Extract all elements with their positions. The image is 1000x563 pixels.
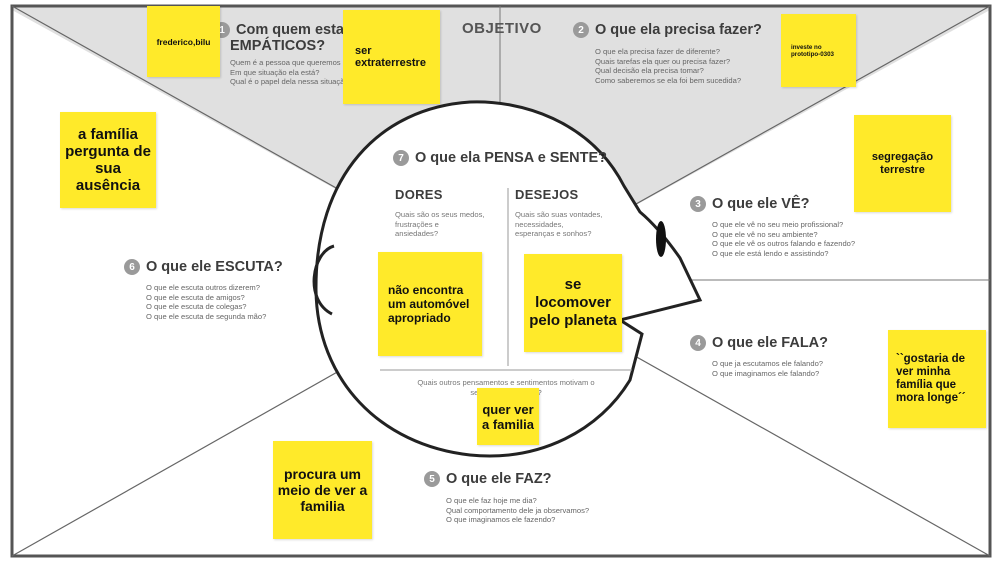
section-1-title-line2: EMPÁTICOS? <box>230 38 326 54</box>
section-fala: 4 O que ele FALA? O que ja escutamos ele… <box>690 335 828 378</box>
desejos-questions: Quais são suas vontades, necessidades, e… <box>515 210 602 239</box>
question: necessidades, <box>515 219 564 229</box>
desejos-title: DESEJOS <box>515 187 579 202</box>
section-2-number: 2 <box>573 22 589 38</box>
section-7-title: 7 O que ela PENSA e SENTE? <box>393 150 607 166</box>
section-6-number: 6 <box>124 259 140 275</box>
question: O que ele vê os outros falando e fazendo… <box>712 239 856 249</box>
sticky-note-extraterrestre[interactable]: ser extraterrestre <box>343 10 440 104</box>
dores-title: DORES <box>395 187 443 202</box>
question: frustrações e <box>395 219 439 229</box>
question: O que ele escuta de segunda mão? <box>146 311 267 321</box>
section-5-number: 5 <box>424 471 440 487</box>
eye <box>656 221 666 257</box>
section-2-title: 2 O que ela precisa fazer? <box>573 22 762 38</box>
section-1-title-line2-wrap: EMPÁTICOS? <box>214 38 421 54</box>
question: Qual é o papel dela nessa situação? <box>230 77 353 87</box>
question: Em que situação ela está? <box>230 67 320 77</box>
sticky-note-automovel[interactable]: não encontra um automóvel apropriado <box>378 252 482 356</box>
section-faz: 5 O que ele FAZ? O que ele faz hoje me d… <box>424 471 589 525</box>
section-3-title-text: O que ele VÊ? <box>712 196 810 212</box>
sticky-note-procura[interactable]: procura um meio de ver a familia <box>273 441 372 539</box>
dores-questions: Quais são os seus medos, frustrações e a… <box>395 210 484 239</box>
question: ansiedades? <box>395 229 439 239</box>
section-4-title-text: O que ele FALA? <box>712 335 829 351</box>
section-7-number: 7 <box>393 150 409 166</box>
question: O que imaginamos ele falando? <box>712 368 820 378</box>
section-4-title: 4 O que ele FALA? <box>690 335 828 351</box>
section-7-title-text: O que ela PENSA e SENTE? <box>415 150 608 166</box>
question: esperanças e sonhos? <box>515 229 592 239</box>
section-1-questions: Quem é a pessoa que queremos entender? E… <box>214 58 421 87</box>
sticky-note-frederico[interactable]: frederico,bilu <box>147 6 220 77</box>
question: Como saberemos se ela foi bem sucedida? <box>595 75 742 85</box>
frame-border <box>10 4 992 558</box>
section-3-title: 3 O que ele VÊ? <box>690 196 855 212</box>
section-precisa-fazer: 2 O que ela precisa fazer? O que ela pre… <box>573 22 762 85</box>
question: O que ja escutamos ele falando? <box>712 359 824 368</box>
question: O que ele faz hoje me dia? <box>446 496 537 505</box>
sticky-note-quer-ver[interactable]: quer ver a familia <box>477 388 539 445</box>
question: Qual decisão ela precisa tomar? <box>595 66 704 76</box>
question: Quais são suas vontades, <box>515 210 603 219</box>
sticky-note-investe[interactable]: investe no prototipo-0303 <box>781 14 856 87</box>
ear <box>312 244 335 316</box>
sticky-note-gostaria[interactable]: ``gostaria de ver minha família que mora… <box>888 330 986 428</box>
question: Quais tarefas ela quer ou precisa fazer? <box>595 56 731 66</box>
sticky-note-familia-pergunta[interactable]: a família pergunta de sua ausência <box>60 112 156 208</box>
section-6-questions: O que ele escuta outros dizerem? O que e… <box>124 283 283 321</box>
section-6-title-text: O que ele ESCUTA? <box>146 259 283 275</box>
question: O que ele está lendo e assistindo? <box>712 248 829 258</box>
question: O que ela precisa fazer de diferente? <box>595 47 720 56</box>
section-4-number: 4 <box>690 335 706 351</box>
section-3-number: 3 <box>690 196 706 212</box>
question: O que ele escuta de colegas? <box>146 302 247 312</box>
section-5-questions: O que ele faz hoje me dia? Qual comporta… <box>424 496 589 525</box>
question: Quem é a pessoa que queremos entender? <box>230 58 377 67</box>
bottom-question-line1: Quais outros pensamentos e sentimentos m… <box>417 378 595 387</box>
section-2-title-text: O que ela precisa fazer? <box>595 22 762 38</box>
section-5-title-text: O que ele FAZ? <box>446 471 552 487</box>
objetivo-label: OBJETIVO <box>462 20 542 37</box>
section-ve: 3 O que ele VÊ? O que ele vê no seu meio… <box>690 196 855 258</box>
question: O que imaginamos ele fazendo? <box>446 515 556 525</box>
sticky-note-segregacao[interactable]: segregação terrestre <box>854 115 951 212</box>
section-escuta: 6 O que ele ESCUTA? O que ele escuta out… <box>124 259 283 321</box>
section-2-questions: O que ela precisa fazer de diferente? Qu… <box>573 47 762 85</box>
section-4-questions: O que ja escutamos ele falando? O que im… <box>690 359 828 378</box>
section-3-questions: O que ele vê no seu meio profissional? O… <box>690 220 855 258</box>
sticky-note-locomover[interactable]: se locomover pelo planeta <box>524 254 622 352</box>
section-pensa-sente: 7 O que ela PENSA e SENTE? <box>393 150 607 166</box>
question: O que ele escuta outros dizerem? <box>146 283 260 292</box>
section-5-title: 5 O que ele FAZ? <box>424 471 589 487</box>
question: Quais são os seus medos, <box>395 210 485 219</box>
question: O que ele escuta de amigos? <box>146 292 245 302</box>
desejos-block: DESEJOS Quais são suas vontades, necessi… <box>515 187 602 239</box>
question: O que ele vê no seu ambiente? <box>712 229 818 239</box>
question: Qual comportamento dele ja observamos? <box>446 505 590 515</box>
section-6-title: 6 O que ele ESCUTA? <box>124 259 283 275</box>
question: O que ele vê no seu meio profissional? <box>712 220 844 229</box>
dores-block: DORES Quais são os seus medos, frustraçõ… <box>395 187 484 239</box>
